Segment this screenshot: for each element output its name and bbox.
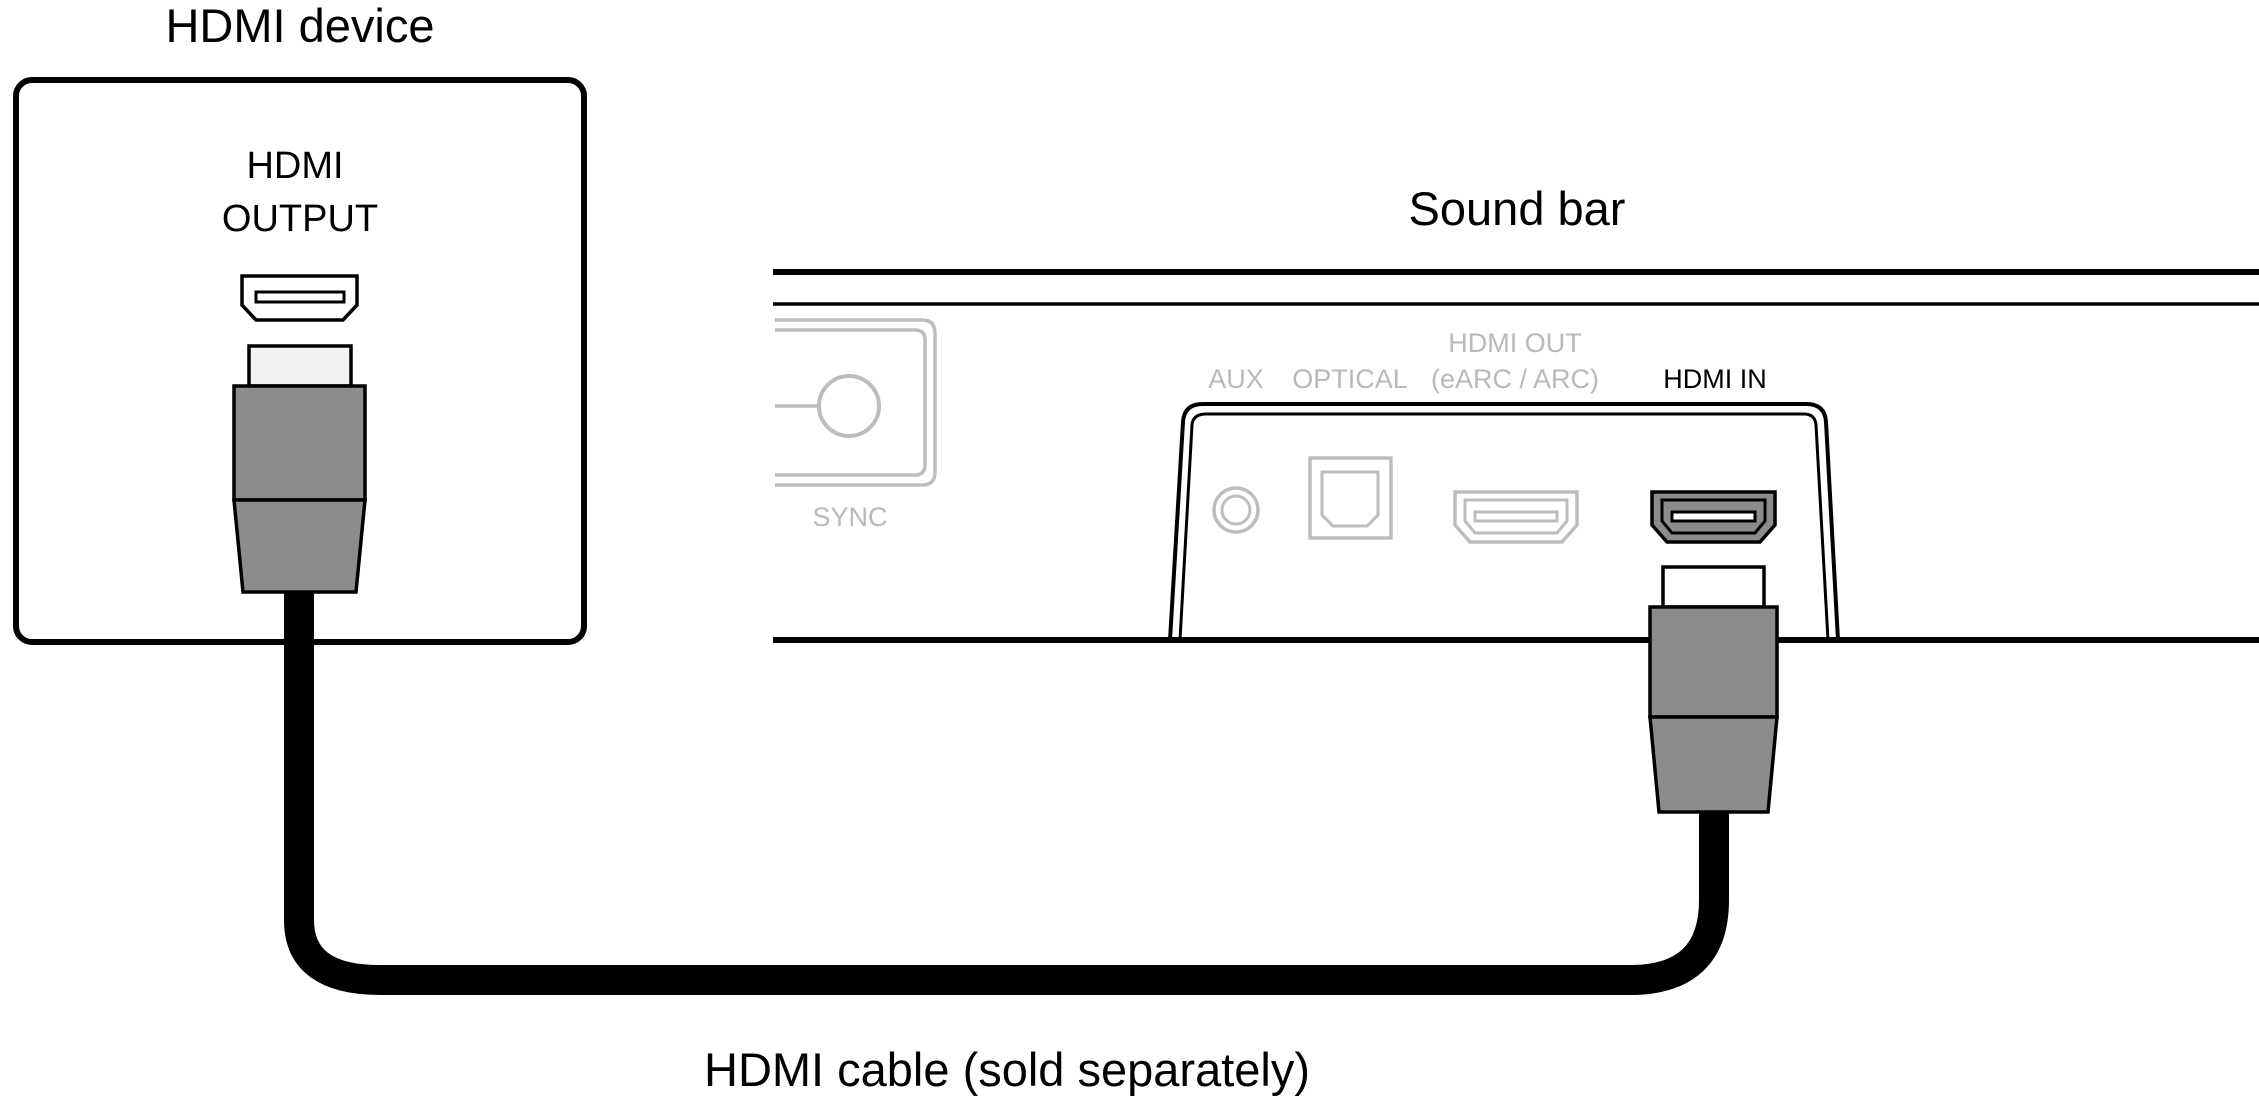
hdmi-out-port-label-line2: (eARC / ARC) xyxy=(1431,364,1599,394)
left-hdmi-plug xyxy=(232,344,367,594)
sound-bar-body xyxy=(773,269,2259,643)
right-hdmi-plug xyxy=(1648,565,1779,814)
optical-port-icon xyxy=(1308,456,1393,540)
hdmi-cable xyxy=(284,592,1729,995)
sync-label: SYNC xyxy=(812,502,887,532)
hdmi-out-port-icon xyxy=(1453,490,1579,544)
optical-port-label: OPTICAL xyxy=(1292,364,1408,394)
hdmi-cable-caption: HDMI cable (sold separately) xyxy=(704,1043,1310,1096)
hdmi-output-label-line2: OUTPUT xyxy=(222,198,378,240)
hdmi-out-port-label-line1: HDMI OUT xyxy=(1448,328,1581,358)
sync-button-icon xyxy=(817,374,881,438)
aux-port-label: AUX xyxy=(1208,364,1264,394)
hdmi-in-port-icon xyxy=(1650,490,1777,544)
sound-bar-port-panel xyxy=(1168,402,1840,641)
sync-button-area xyxy=(775,318,937,487)
hdmi-in-port-label: HDMI IN xyxy=(1663,364,1767,394)
aux-port-icon xyxy=(1212,486,1260,534)
hdmi-device-title: HDMI device xyxy=(165,0,434,52)
sound-bar-title: Sound bar xyxy=(1409,182,1626,235)
hdmi-output-port-icon xyxy=(240,274,359,322)
hdmi-output-label-line1: HDMI xyxy=(246,145,343,187)
